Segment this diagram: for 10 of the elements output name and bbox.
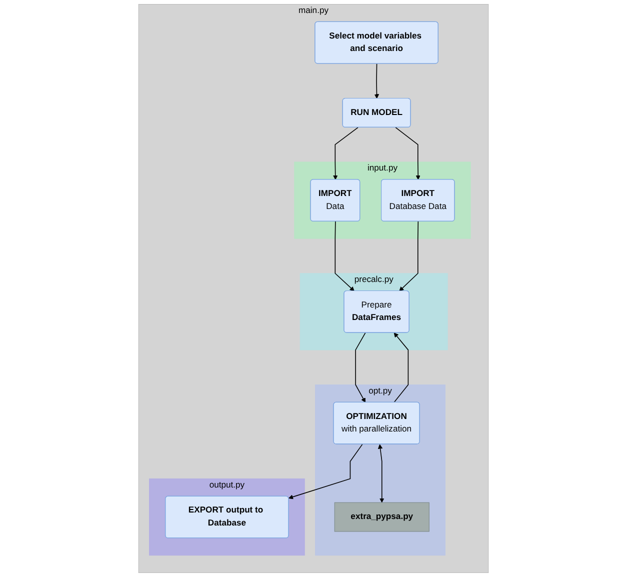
arrow: [399, 221, 419, 292]
arrow: [395, 127, 420, 180]
arrow: [394, 332, 409, 403]
arrow: [288, 444, 363, 500]
node-box: extra_pypsa.py: [334, 502, 430, 532]
arrow: [374, 63, 380, 99]
arrow: [378, 444, 384, 503]
arrow: [355, 332, 366, 403]
arrow: [333, 127, 358, 180]
arrow: [334, 221, 354, 292]
